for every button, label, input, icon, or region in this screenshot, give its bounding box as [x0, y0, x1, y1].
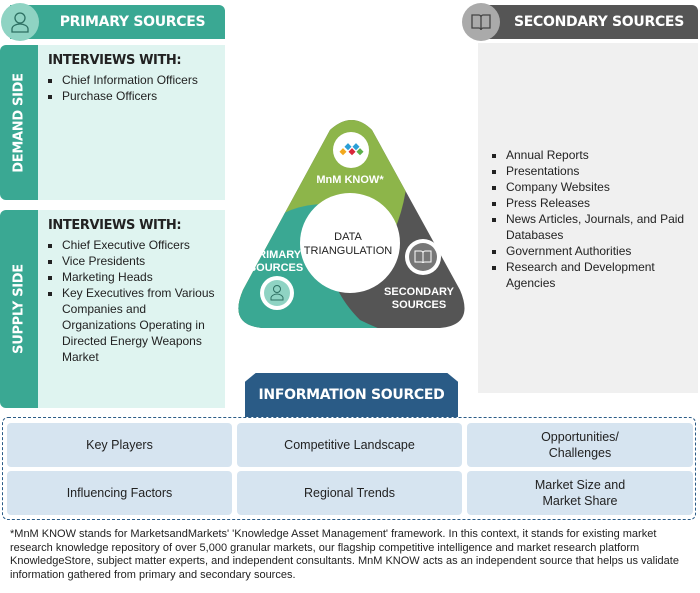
info-cell: Influencing Factors	[7, 471, 232, 515]
list-item: Company Websites	[506, 179, 688, 195]
info-cell: Key Players	[7, 423, 232, 467]
primary-sources-title: PRIMARY SOURCES	[59, 14, 206, 30]
demand-heading: INTERVIEWS WITH:	[48, 53, 182, 68]
mnm-diamonds-icon	[339, 143, 364, 156]
center-circle	[300, 193, 400, 293]
information-sourced-tab: INFORMATION SOURCED	[245, 373, 458, 417]
secondary-list: Annual Reports Presentations Company Web…	[492, 147, 688, 291]
info-cell: Regional Trends	[237, 471, 462, 515]
primary-label: PRIMARY	[251, 249, 302, 261]
mnm-know-label: MnM KNOW*	[316, 174, 384, 186]
list-item: Press Releases	[506, 195, 688, 211]
primary-label: SOURCES	[249, 262, 303, 274]
list-item: Key Executives from Various Companies an…	[62, 285, 215, 365]
list-item: Presentations	[506, 163, 688, 179]
list-item: Purchase Officers	[62, 88, 215, 104]
list-item: Research and Development Agencies	[506, 259, 688, 291]
secondary-sources-panel: Annual Reports Presentations Company Web…	[478, 43, 698, 393]
list-item: Vice Presidents	[62, 253, 215, 269]
supply-side-label: SUPPLY SIDE	[0, 210, 38, 408]
list-item: Government Authorities	[506, 243, 688, 259]
secondary-sources-header: SECONDARY SOURCES	[480, 5, 698, 39]
info-cell: Market Size and Market Share	[467, 471, 693, 515]
information-sourced-grid	[2, 417, 696, 520]
demand-side-panel: INTERVIEWS WITH: Chief Information Offic…	[38, 45, 225, 200]
demand-list: Chief Information Officers Purchase Offi…	[48, 72, 215, 104]
supply-list: Chief Executive Officers Vice Presidents…	[48, 237, 215, 365]
information-sourced-title: INFORMATION SOURCED	[258, 387, 445, 403]
demand-side-label: DEMAND SIDE	[0, 45, 38, 200]
list-item: Marketing Heads	[62, 269, 215, 285]
secondary-label: SECONDARY	[384, 286, 455, 298]
center-label: TRIANGULATION	[304, 245, 392, 257]
supply-heading: INTERVIEWS WITH:	[48, 218, 182, 233]
list-item: Chief Executive Officers	[62, 237, 215, 253]
list-item: Annual Reports	[506, 147, 688, 163]
info-cell: Opportunities/ Challenges	[467, 423, 693, 467]
center-label: DATA	[334, 231, 362, 243]
primary-sources-header: PRIMARY SOURCES	[10, 5, 225, 39]
list-item: Chief Information Officers	[62, 72, 215, 88]
info-cell: Competitive Landscape	[237, 423, 462, 467]
footnote: *MnM KNOW stands for MarketsandMarkets' …	[10, 528, 679, 581]
person-icon	[1, 3, 39, 41]
supply-side-panel: INTERVIEWS WITH: Chief Executive Officer…	[38, 210, 225, 408]
secondary-label: SOURCES	[392, 299, 446, 311]
book-icon	[462, 3, 500, 41]
secondary-sources-title: SECONDARY SOURCES	[514, 14, 684, 30]
list-item: News Articles, Journals, and Paid Databa…	[506, 211, 688, 243]
